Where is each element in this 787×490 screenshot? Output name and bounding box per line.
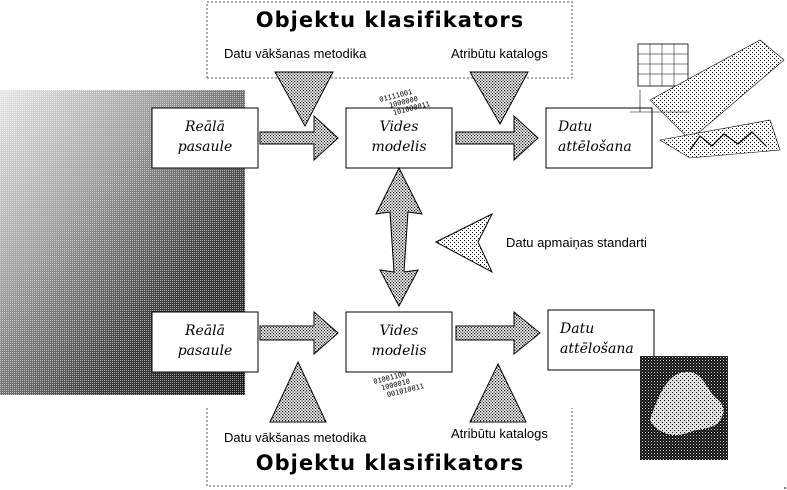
bottom-display-line2: attēlošana — [560, 341, 634, 357]
bottom-display-box — [547, 309, 655, 371]
bottom-collection-label: Datu vākšanas metodika — [224, 430, 367, 445]
bottom-model-line2: modelis — [371, 343, 426, 359]
bottom-display-line1: Datu — [559, 321, 594, 337]
top-model-line1: Vides — [380, 119, 419, 135]
top-real-world-box — [151, 107, 259, 169]
bottom-model-line1: Vides — [380, 323, 419, 339]
exchange-label: Datu apmaiņas standarti — [506, 235, 647, 250]
bottom-model-box — [345, 311, 453, 373]
top-collection-label: Datu vākšanas metodika — [224, 46, 367, 61]
bottom-arrow-real-to-model — [259, 310, 339, 356]
top-real-line1: Reālā — [184, 119, 225, 135]
bottom-real-line2: pasaule — [178, 343, 233, 359]
bottom-catalog-label: Atribūtu katalogs — [451, 426, 548, 441]
top-catalog-label: Atribūtu katalogs — [451, 46, 548, 61]
top-catalog-arrowhead — [469, 71, 529, 126]
top-arrow-real-to-model — [259, 114, 339, 162]
bottom-real-line1: Reālā — [184, 323, 225, 339]
bottom-arrow-model-to-display — [455, 310, 541, 356]
exchange-arrowhead — [434, 212, 494, 274]
bottom-collection-arrowhead — [269, 360, 327, 423]
vertical-exchange-arrow — [375, 166, 423, 308]
bottom-klasifikators-title: Objektu klasifikators — [256, 451, 524, 475]
top-arrow-model-to-display — [455, 114, 539, 162]
top-display-line1: Datu — [557, 119, 592, 135]
bottom-binary-code: 01001100 1000010 001010011 — [373, 370, 425, 399]
bottom-klasifikators-frame — [206, 408, 573, 487]
bottom-display-illustration — [640, 356, 728, 460]
top-collection-arrowhead — [274, 71, 334, 128]
bottom-catalog-arrowhead — [469, 362, 527, 423]
top-model-box — [345, 107, 453, 169]
bottom-real-world-box — [151, 311, 259, 373]
top-klasifikators-title: Objektu klasifikators — [256, 8, 524, 32]
top-display-illustration — [630, 39, 785, 159]
top-display-box — [545, 107, 653, 169]
top-model-line2: modelis — [371, 139, 426, 155]
top-display-line2: attēlošana — [558, 139, 632, 155]
top-real-line2: pasaule — [178, 139, 233, 155]
